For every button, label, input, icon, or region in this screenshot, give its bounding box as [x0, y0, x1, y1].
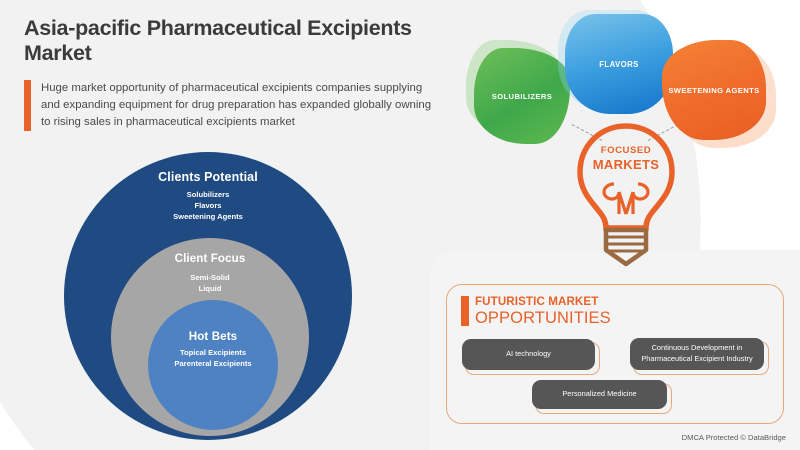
circle-hot-bets[interactable]: Hot Bets Topical Excipients Parenteral E…	[148, 300, 278, 430]
bulb-line-1: FOCUSED	[600, 145, 652, 156]
circle-inner-title: Hot Bets	[188, 330, 238, 343]
blob-sweetening-agents[interactable]: SWEETENING AGENTS	[662, 40, 766, 140]
opportunity-chip-slot-2: Continuous Development in Pharmaceutical…	[630, 338, 769, 375]
header: Asia-pacific Pharmaceutical Excipients M…	[24, 16, 444, 131]
blob-flavors[interactable]: FLAVORS	[565, 14, 673, 114]
bulb-line-2: MARKETS	[592, 156, 660, 172]
focused-markets-lightbulb: FOCUSED MARKETS	[556, 118, 696, 268]
concentric-circles-diagram: Clients Potential Solubilizers Flavors S…	[64, 152, 352, 440]
circle-client-focus[interactable]: Client Focus Semi-Solid Liquid	[111, 238, 309, 436]
circle-outer-title: Clients Potential	[158, 170, 258, 184]
blob-sweetening-agents-label: SWEETENING AGENTS	[668, 85, 760, 95]
opportunity-chip-ai-technology[interactable]: AI technology	[462, 339, 595, 370]
circle-middle-items: Semi-Solid Liquid	[190, 273, 230, 294]
blob-solubilizers-shape	[474, 48, 570, 144]
opportunities-heading: FUTURISTIC MARKET OPPORTUNITIES	[461, 296, 611, 327]
opportunity-chip-slot-1: AI technology	[462, 339, 600, 375]
opportunity-chip-slot-3: Personalized Medicine	[532, 380, 672, 414]
opportunities-title-line-2: OPPORTUNITIES	[475, 308, 611, 327]
opportunity-chip-personalized-medicine[interactable]: Personalized Medicine	[532, 380, 667, 409]
circle-outer-items: Solubilizers Flavors Sweetening Agents	[173, 190, 243, 222]
blob-solubilizers-label: SOLUBILIZERS	[491, 91, 553, 101]
blob-sweetening-agents-shape	[662, 40, 766, 140]
market-segment-blobs: SOLUBILIZERS FLAVORS SWEETENING AGENTS	[460, 8, 790, 148]
subtitle-text: Huge market opportunity of pharmaceutica…	[41, 81, 432, 128]
blob-flavors-shape	[565, 14, 673, 114]
circle-inner-items: Topical Excipients Parenteral Excipients	[174, 348, 252, 369]
opportunities-title-group: FUTURISTIC MARKET OPPORTUNITIES	[475, 296, 611, 326]
blob-solubilizers[interactable]: SOLUBILIZERS	[474, 48, 570, 144]
opportunities-accent-bar	[461, 296, 469, 327]
accent-bar	[24, 79, 31, 131]
blob-flavors-label: FLAVORS	[599, 59, 639, 69]
page-title: Asia-pacific Pharmaceutical Excipients M…	[24, 16, 412, 65]
lightbulb-icon	[577, 123, 675, 267]
footer-credit: DMCA Protected © DataBridge	[681, 433, 786, 442]
circle-middle-title: Client Focus	[174, 252, 246, 265]
subtitle-block: Huge market opportunity of pharmaceutica…	[24, 79, 444, 131]
focused-markets-label: FOCUSED MARKETS	[556, 146, 696, 171]
futuristic-opportunities-panel: FUTURISTIC MARKET OPPORTUNITIES AI techn…	[446, 284, 784, 424]
opportunity-chip-continuous-development[interactable]: Continuous Development in Pharmaceutical…	[630, 338, 764, 370]
opportunities-title-line-1: FUTURISTIC MARKET	[475, 295, 599, 308]
